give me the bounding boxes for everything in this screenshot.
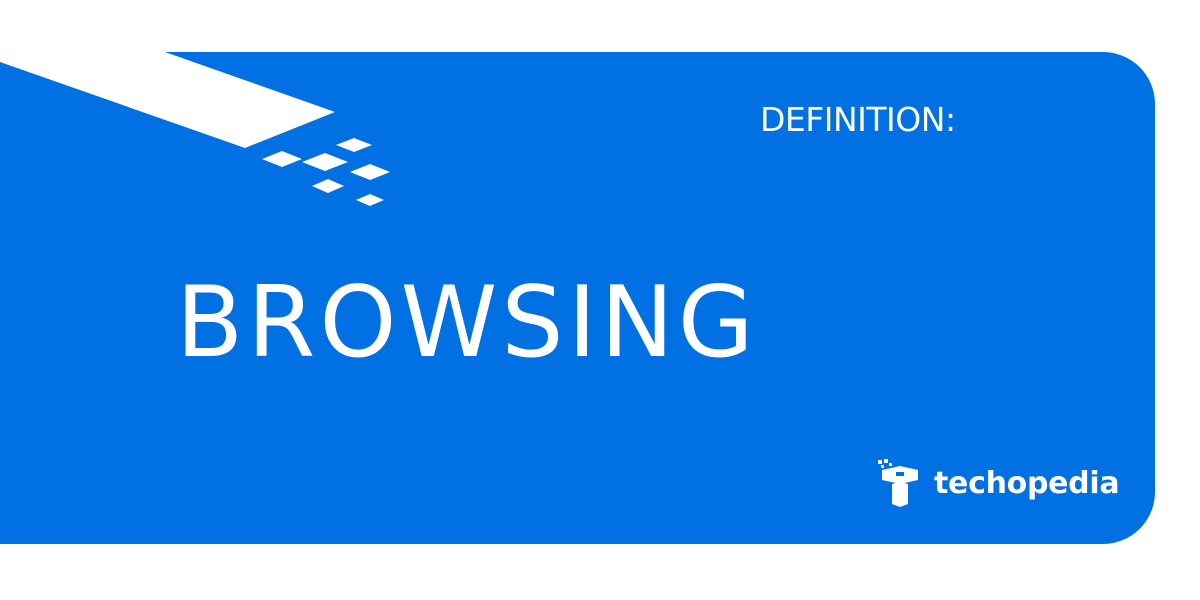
- techopedia-logo-icon: [878, 459, 918, 507]
- definition-label: DEFINITION:: [760, 100, 956, 139]
- definition-card: DEFINITION: BROWSING techopedia: [0, 52, 1155, 544]
- term-title: BROWSING: [176, 266, 758, 380]
- brand-name: techopedia: [934, 465, 1120, 501]
- pixel-beam-decoration: [0, 52, 390, 206]
- brand-lockup[interactable]: techopedia: [876, 458, 1120, 508]
